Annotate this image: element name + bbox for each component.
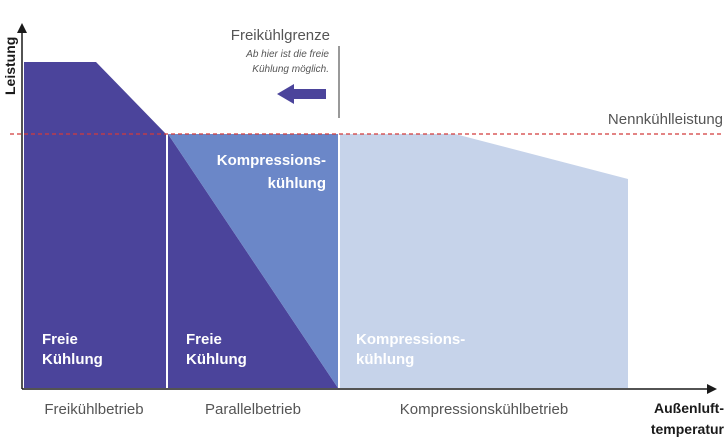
- x-axis-label-line1: Außenluft-: [654, 400, 724, 416]
- compression-zone2-line2: kühlung: [268, 175, 326, 192]
- zone-label-free: Freikühlbetrieb: [44, 401, 143, 418]
- free-cooling-zone1-line1: Freie: [42, 331, 78, 348]
- free-cooling-limit-note-1: Ab hier ist die freie: [245, 49, 329, 60]
- free-cooling-zone2-line2: Kühlung: [186, 351, 247, 368]
- zone-label-parallel: Parallelbetrieb: [205, 401, 301, 418]
- zone-label-compression: Kompressionskühlbetrieb: [400, 401, 568, 418]
- compression-area-zone2: [168, 134, 338, 388]
- compression-zone2-line1: Kompressions-: [217, 152, 326, 169]
- free-cooling-zone2-line1: Freie: [186, 331, 222, 348]
- free-cooling-area-zone1: [24, 62, 166, 388]
- compression-area-zone3: [340, 134, 628, 388]
- free-cooling-zone1-line2: Kühlung: [42, 351, 103, 368]
- x-axis-label-line2: temperatur: [651, 421, 725, 437]
- compression-zone3-line2: kühlung: [356, 351, 414, 368]
- free-cooling-limit-note-2: Kühlung möglich.: [252, 64, 329, 75]
- left-arrow-icon: [277, 84, 326, 104]
- rated-capacity-label: Nennkühlleistung: [608, 111, 723, 128]
- free-cooling-limit-title: Freikühlgrenze: [231, 27, 330, 44]
- compression-zone3-line1: Kompressions-: [356, 331, 465, 348]
- y-axis-label: Leistung: [2, 37, 18, 95]
